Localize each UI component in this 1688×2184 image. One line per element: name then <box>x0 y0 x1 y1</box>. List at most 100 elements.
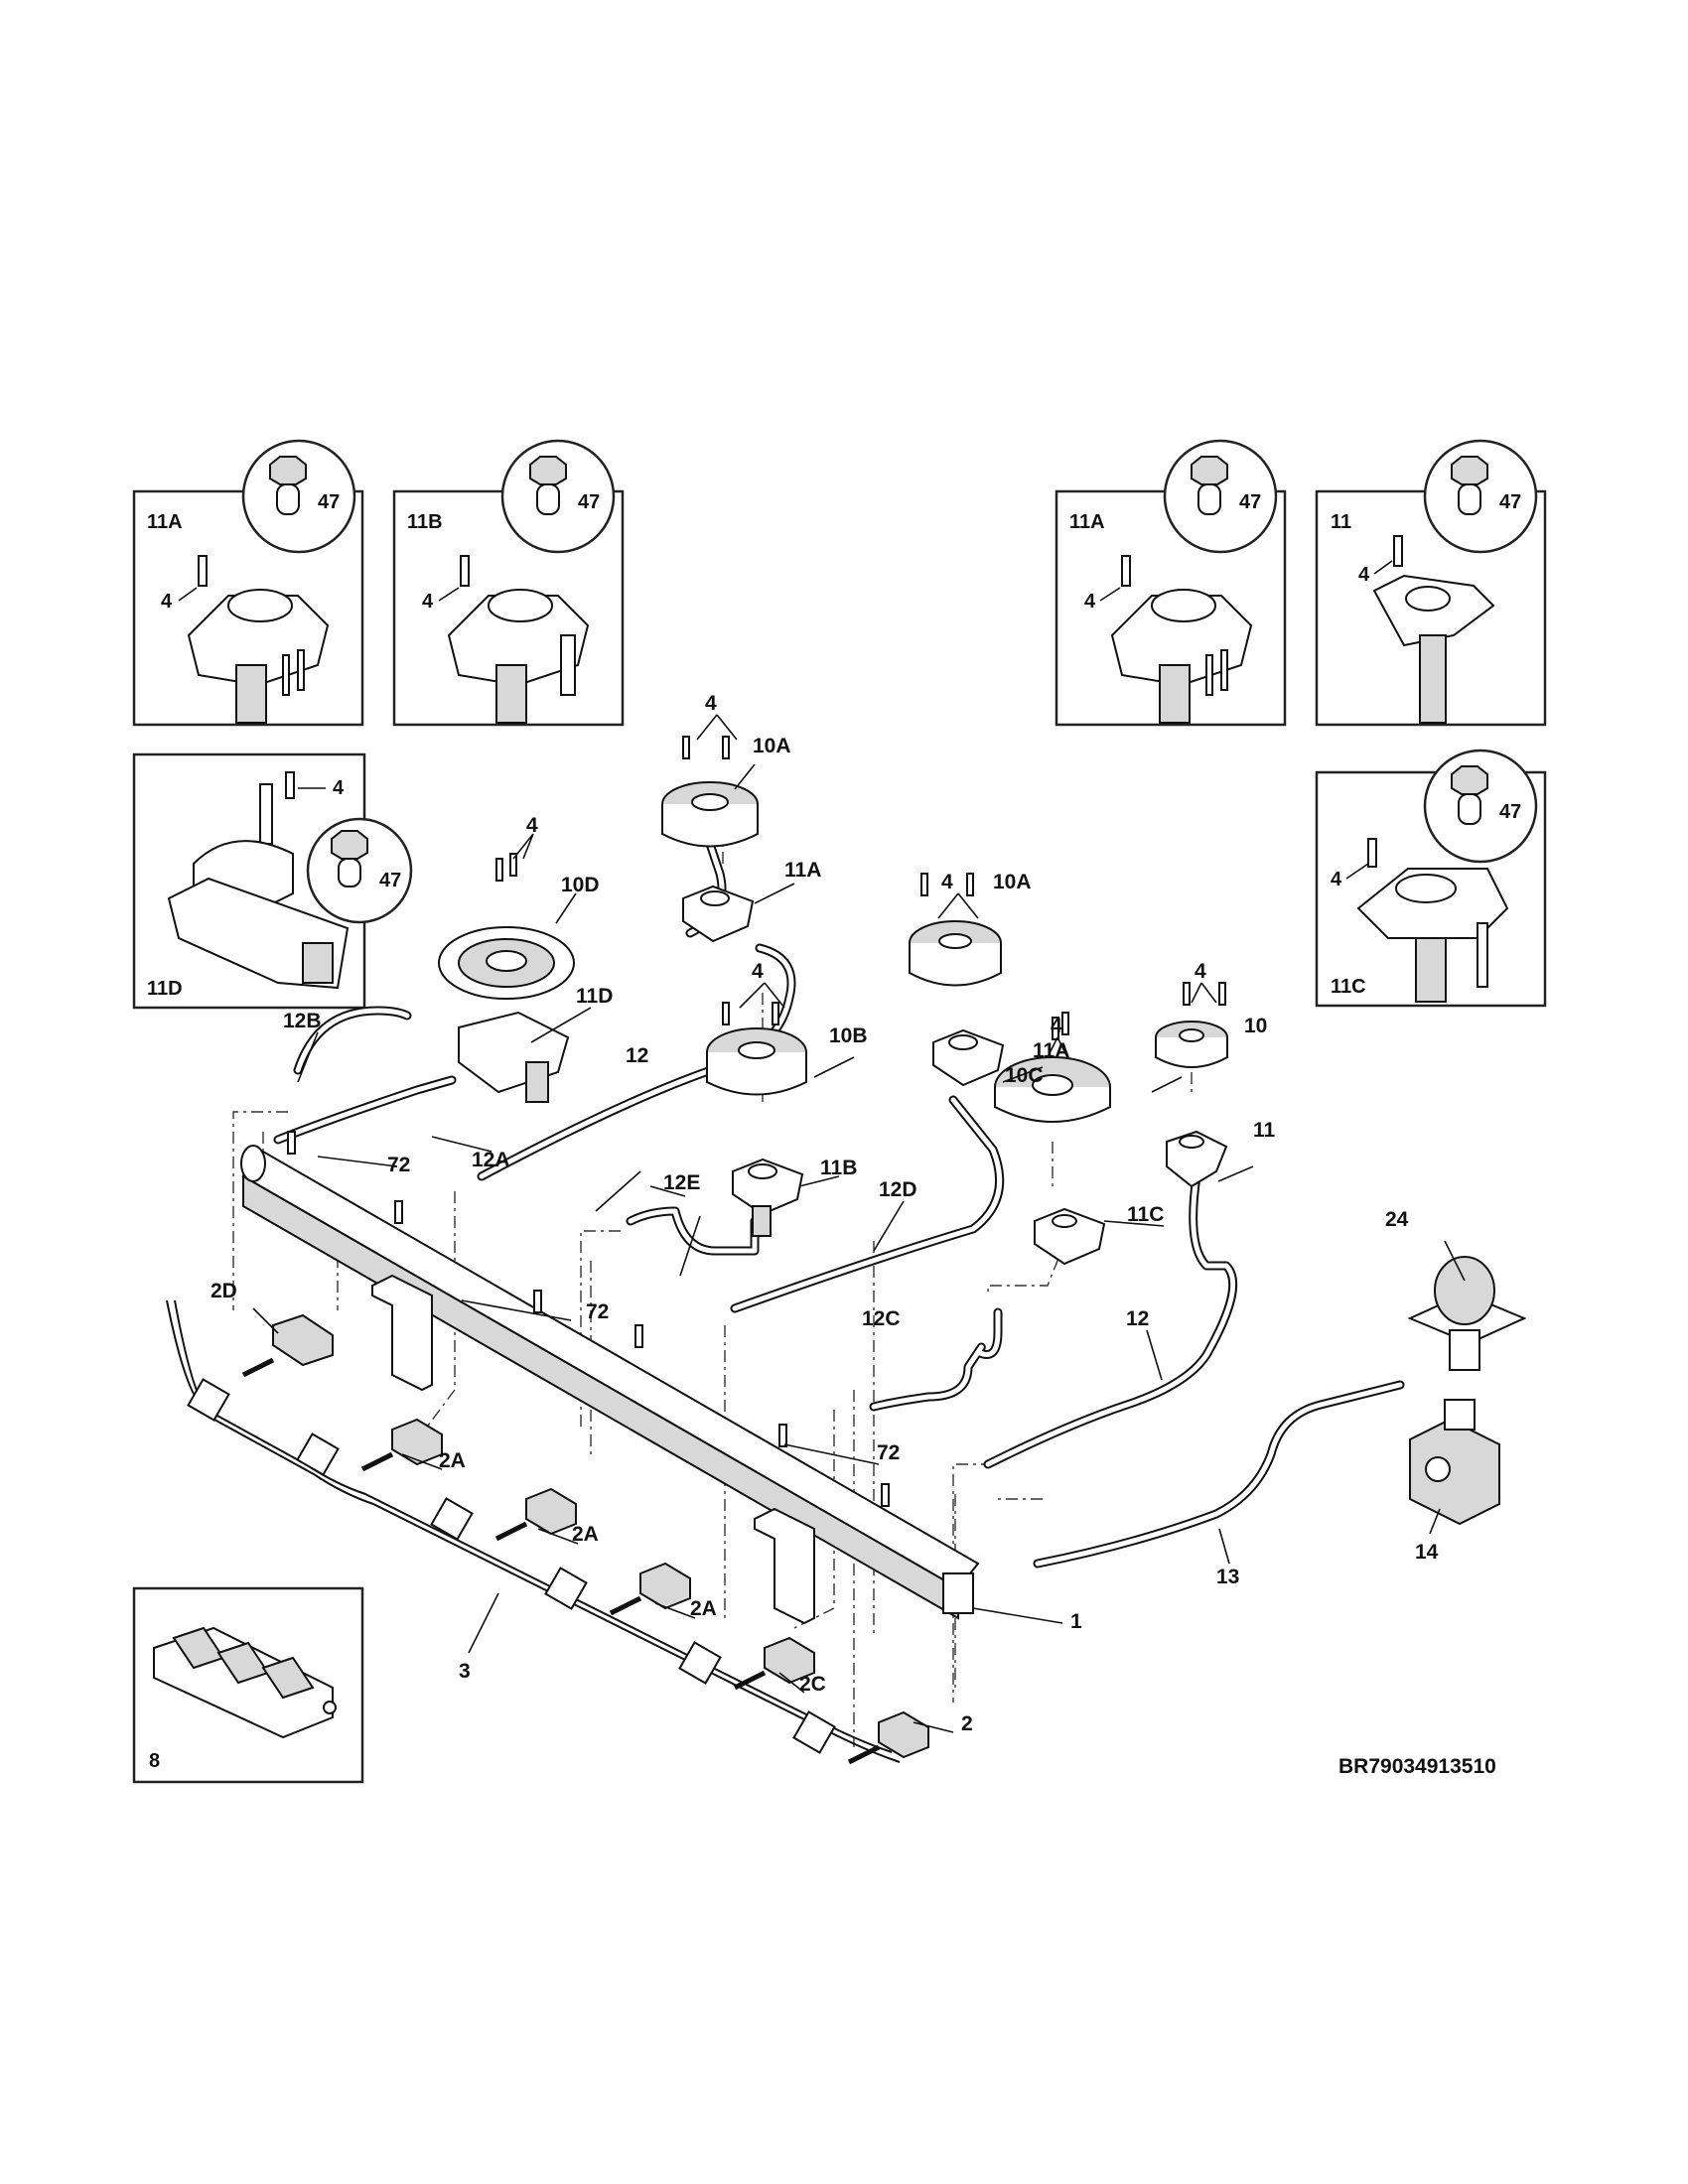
orifice-47-icon <box>529 456 567 515</box>
callout-1: 1 <box>1070 1610 1082 1633</box>
callout-11b: 11B <box>820 1157 857 1179</box>
callout-10b: 10B <box>829 1024 868 1047</box>
callout-24: 24 <box>1385 1208 1409 1231</box>
orifice-47-icon <box>1191 456 1228 515</box>
callout-10a: 10A <box>993 871 1032 893</box>
screw-label: 4 <box>1084 591 1096 613</box>
callout-4: 4 <box>752 960 764 983</box>
orifice-label: 47 <box>1499 801 1521 823</box>
callout-labels: 4 10A 4 10D 11A 4 10B 11D 12 12B 12A 72 … <box>211 692 1439 1735</box>
callout-2c: 2C <box>799 1673 826 1696</box>
orifice-47-icon <box>1451 765 1488 825</box>
callout-12e: 12E <box>663 1171 700 1194</box>
valve-24-icon <box>1407 1256 1527 1371</box>
screw-label: 4 <box>161 591 173 613</box>
burner-bases <box>458 885 1228 1266</box>
callout-12: 12 <box>626 1044 648 1067</box>
burner-base-11b-icon <box>447 555 590 724</box>
inset-11a-left: 47 11A 4 <box>132 439 364 727</box>
burner-head-10-icon <box>1155 1021 1228 1068</box>
inset-label: 11B <box>407 511 443 533</box>
orifice-label: 47 <box>379 870 401 891</box>
burner-base-11d-icon <box>167 783 350 990</box>
spark-module-8-icon <box>153 1626 337 1739</box>
inset-label: 11 <box>1331 511 1351 533</box>
callout-10c: 10C <box>1005 1064 1044 1087</box>
burner-base-11a-main-left-icon <box>682 885 755 943</box>
valve-2c-icon <box>733 1636 815 1691</box>
screw-label: 4 <box>1331 869 1342 890</box>
callout-11d: 11D <box>576 985 613 1008</box>
burner-head-10a-left-icon <box>661 781 759 848</box>
brackets <box>371 1274 815 1625</box>
inset-label: 11D <box>147 978 183 1000</box>
valve-2a-1-icon <box>360 1418 443 1472</box>
inset-11c: 47 4 11C <box>1315 749 1547 1008</box>
orifice-47-icon <box>269 456 307 515</box>
callout-4: 4 <box>1195 960 1206 983</box>
callout-12d: 12D <box>879 1178 917 1201</box>
burner-base-11-icon <box>1372 535 1495 724</box>
callout-12: 12 <box>1126 1307 1149 1330</box>
leader-lines <box>252 714 1466 1733</box>
callout-12c: 12C <box>862 1307 901 1330</box>
screw-label: 4 <box>1358 564 1370 586</box>
callout-11: 11 <box>1253 1119 1276 1142</box>
callout-4: 4 <box>941 871 953 893</box>
regulator-14-icon <box>1409 1399 1500 1526</box>
screws <box>287 736 1226 1507</box>
burner-base-11a-icon <box>1110 555 1253 724</box>
orifice-label: 47 <box>318 491 340 513</box>
diagram-code: BR79034913510 <box>1338 1755 1496 1778</box>
burner-head-10d-icon <box>438 926 575 1000</box>
callout-12b: 12B <box>283 1010 322 1032</box>
callout-72: 72 <box>387 1154 410 1176</box>
burner-heads <box>438 781 1228 1123</box>
inset-8: 8 <box>132 1586 364 1784</box>
callout-10d: 10D <box>561 874 600 896</box>
callout-3: 3 <box>459 1660 471 1683</box>
callout-2a: 2A <box>439 1449 466 1472</box>
inset-11b: 47 11B 4 <box>392 439 625 727</box>
callout-10: 10 <box>1244 1015 1267 1037</box>
burner-base-11c-main-icon <box>1034 1207 1106 1266</box>
orifice-label: 47 <box>1239 491 1261 513</box>
orifice-47-icon <box>1451 456 1488 515</box>
burner-base-11c-icon <box>1356 868 1509 1003</box>
orifice-47-icon <box>331 830 368 887</box>
inset-label: 8 <box>149 1750 160 1772</box>
callout-72: 72 <box>586 1300 609 1323</box>
burner-base-11-main-icon <box>1166 1130 1228 1188</box>
orifice-label: 47 <box>578 491 600 513</box>
callout-4: 4 <box>526 814 538 837</box>
callout-10a: 10A <box>753 735 791 757</box>
callout-13: 13 <box>1216 1566 1239 1588</box>
callout-4: 4 <box>705 692 717 715</box>
inset-label: 11A <box>147 511 183 533</box>
burner-base-11a-main-right-icon <box>932 1028 1005 1087</box>
callout-2a: 2A <box>572 1523 599 1546</box>
inset-label: 11C <box>1331 976 1366 998</box>
callout-72: 72 <box>877 1441 900 1464</box>
callout-2: 2 <box>961 1712 973 1735</box>
orifice-label: 47 <box>1499 491 1521 513</box>
callout-2d: 2D <box>211 1280 237 1302</box>
callout-12a: 12A <box>472 1149 510 1171</box>
callout-4: 4 <box>1051 1015 1062 1037</box>
gas-manifold-1-icon <box>240 1145 980 1620</box>
callout-11a: 11A <box>784 859 821 882</box>
callout-14: 14 <box>1415 1541 1439 1564</box>
callout-11a: 11A <box>1033 1039 1069 1062</box>
inset-11: 47 11 4 <box>1315 439 1547 727</box>
inset-label: 11A <box>1069 511 1105 533</box>
wire-harness-3-icon <box>166 1299 901 1763</box>
inset-11d: 47 4 11D <box>132 752 413 1010</box>
burner-head-10a-right-icon <box>909 920 1002 987</box>
burner-base-11d-main-icon <box>458 1011 570 1103</box>
valve-2a-3-icon <box>609 1562 691 1616</box>
valve-2d-icon <box>241 1313 334 1378</box>
burner-base-11b-main-icon <box>732 1158 804 1237</box>
inset-11a-right: 47 11A 4 <box>1055 439 1287 727</box>
screw-label: 4 <box>422 591 434 613</box>
